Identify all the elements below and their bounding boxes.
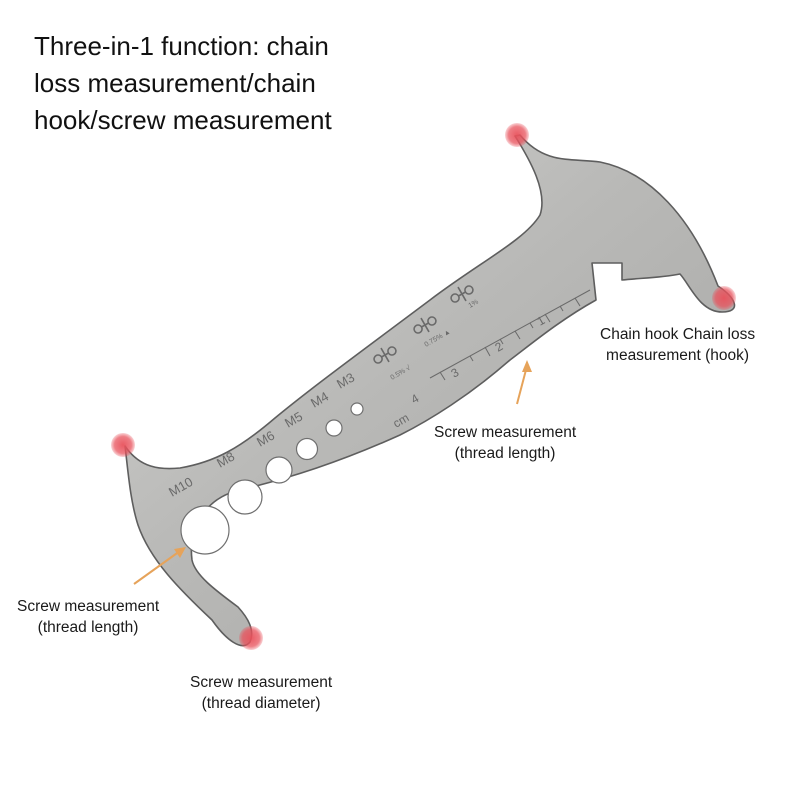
- hole-m10: [180, 505, 230, 555]
- arrow-thread-length-left: [133, 550, 181, 585]
- arrow-head-icon: [522, 360, 532, 372]
- marker-dots: [111, 123, 736, 650]
- hole-m4: [325, 419, 343, 437]
- callout-chain-hook-line-1: Chain hook Chain loss: [600, 326, 756, 343]
- arrow-thread-length-right: [516, 365, 528, 405]
- callout-thread-length-left-line-1: Screw measurement: [17, 598, 160, 615]
- callout-chain-hook: Chain hook Chain loss measurement (hook): [600, 324, 755, 366]
- callout-thread-length-right-line-2: (thread length): [454, 445, 556, 462]
- marker-dot: [111, 433, 135, 457]
- callout-thread-diameter-line-2: (thread diameter): [201, 695, 321, 712]
- callout-thread-diameter-line-1: Screw measurement: [190, 674, 333, 691]
- ruler-unit: cm: [391, 410, 412, 430]
- wear-indicator-group: [373, 285, 474, 364]
- hole-m3: [350, 402, 364, 416]
- headline-line-3: hook/screw measurement: [34, 105, 332, 135]
- callout-chain-hook-line-2: measurement (hook): [606, 347, 750, 364]
- callout-thread-diameter: Screw measurement (thread diameter): [190, 672, 332, 714]
- marker-dot: [505, 123, 529, 147]
- hole-m8: [227, 479, 263, 515]
- chain-link-icon: [413, 316, 437, 334]
- callout-thread-length-right: Screw measurement (thread length): [434, 422, 576, 464]
- headline-line-1: Three-in-1 function: chain: [34, 31, 329, 61]
- callout-thread-length-right-line-1: Screw measurement: [434, 424, 577, 441]
- hole-m6: [265, 456, 293, 484]
- headline-line-2: loss measurement/chain: [34, 68, 316, 98]
- headline: Three-in-1 function: chain loss measurem…: [34, 28, 394, 139]
- chain-link-icon: [373, 346, 397, 364]
- arrow-head-icon: [174, 547, 186, 558]
- marker-dot: [712, 286, 736, 310]
- hole-m5: [295, 437, 319, 461]
- tool-body: [124, 134, 736, 647]
- pointer-arrows: [133, 360, 532, 585]
- callout-thread-length-left-line-2: (thread length): [37, 619, 139, 636]
- chain-link-icon: [450, 285, 474, 303]
- marker-dot: [239, 626, 263, 650]
- wear-mark-1: 1%: [468, 299, 480, 310]
- callout-thread-length-left: Screw measurement (thread length): [17, 596, 159, 638]
